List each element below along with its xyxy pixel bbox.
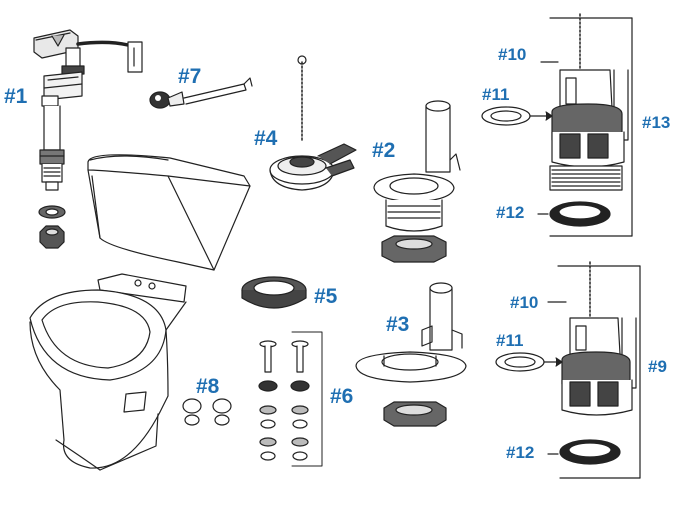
part-label-12-lower: #12 [506, 443, 535, 462]
part-label-1: #1 [4, 85, 28, 108]
flush-valve [373, 100, 461, 263]
part-label-13: #13 [642, 113, 671, 132]
toilet-tank [87, 154, 251, 271]
part-label-7: #7 [178, 65, 202, 88]
flush-valve-alt [355, 282, 467, 427]
part-label-8: #8 [196, 375, 220, 398]
part-label-6: #6 [330, 385, 354, 408]
part-label-11-upper: #11 [482, 85, 510, 104]
fill-valve [33, 29, 143, 249]
part-label-9: #9 [648, 357, 667, 376]
toilet-bowl [29, 273, 187, 471]
tank-bolt-set [258, 331, 323, 467]
part-label-2: #2 [372, 139, 396, 162]
part-label-3: #3 [386, 313, 410, 336]
flush-valve-assembly-lower [495, 261, 641, 479]
tank-gasket [241, 276, 307, 309]
part-label-10-lower: #10 [510, 293, 539, 312]
part-label-4: #4 [254, 127, 278, 150]
flapper [269, 55, 357, 191]
bolt-caps [182, 398, 232, 426]
part-label-10-upper: #10 [498, 45, 527, 64]
part-label-5: #5 [314, 285, 338, 308]
trip-lever [149, 77, 253, 109]
flush-valve-assembly-upper [481, 13, 633, 237]
part-label-11-lower: #11 [496, 331, 524, 350]
part-label-12-upper: #12 [496, 203, 525, 222]
